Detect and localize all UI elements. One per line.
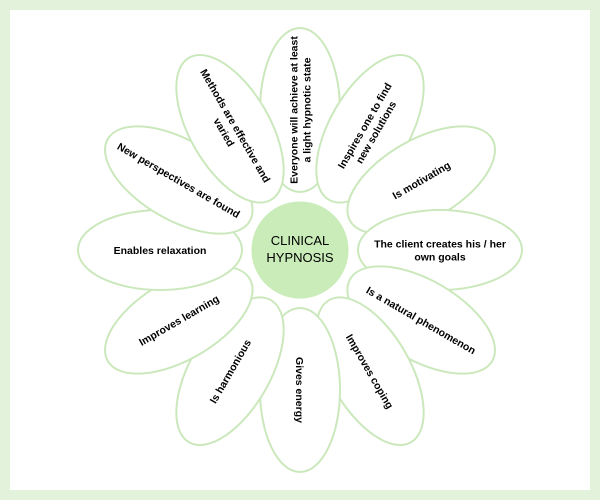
petal-label: The client creates his / her <box>374 239 506 251</box>
petal-label: Everyone will achieve at least <box>289 36 301 184</box>
center-label-line-1: CLINICAL <box>271 233 330 248</box>
petal-harmonious: Is harmonious <box>175 296 285 446</box>
center-circle <box>251 201 349 299</box>
center: CLINICAL HYPNOSIS <box>251 201 349 299</box>
petal-label: Enables relaxation <box>114 245 207 257</box>
center-label-line-2: HYPNOSIS <box>266 250 334 265</box>
petal-motivating: Is motivating <box>346 125 496 235</box>
petal-label: Gives energy <box>293 357 305 423</box>
petal-label: a light hypnotic state <box>302 57 314 162</box>
petal-shape <box>175 54 285 204</box>
petal-improves-learning: Improves learning <box>104 265 254 375</box>
petal-improves-coping: Improves coping <box>315 296 425 446</box>
petal-label: own goals <box>414 252 465 264</box>
